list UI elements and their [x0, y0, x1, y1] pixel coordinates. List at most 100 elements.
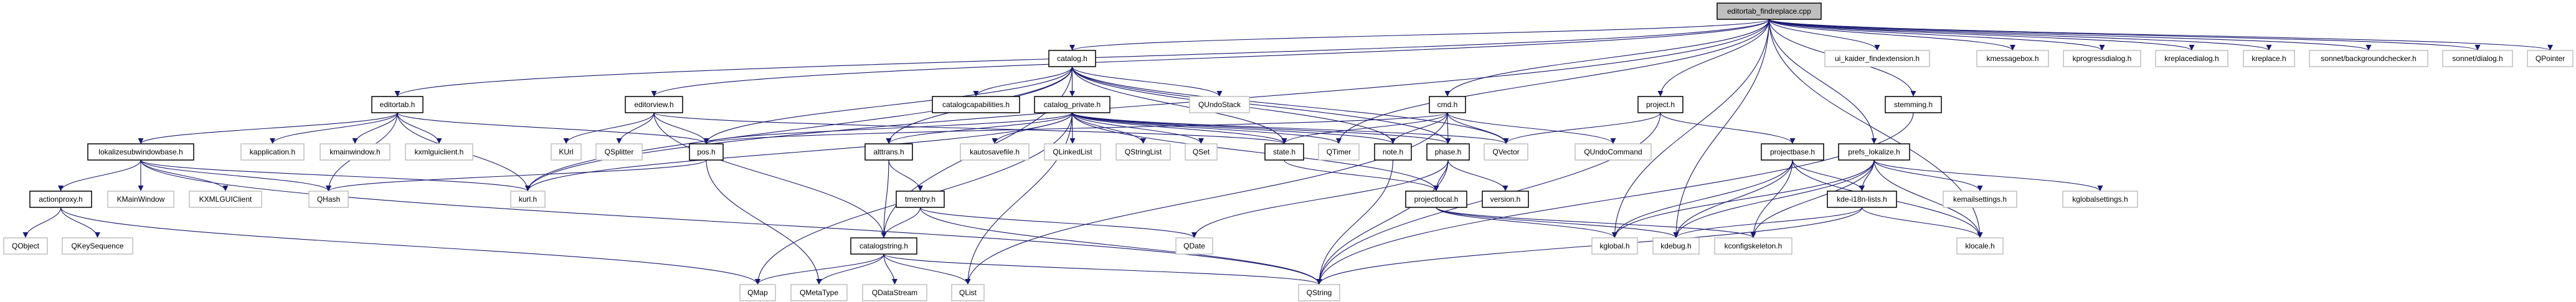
node-version_h[interactable]: version.h	[1482, 191, 1529, 208]
node-box[interactable]	[2155, 50, 2228, 67]
node-KUrl[interactable]: KUrl	[551, 143, 582, 161]
node-box[interactable]	[1429, 96, 1466, 113]
node-box[interactable]	[62, 237, 133, 255]
node-box[interactable]	[1189, 96, 1250, 113]
node-box[interactable]	[29, 191, 92, 208]
node-QPointer[interactable]: QPointer	[2527, 50, 2574, 67]
node-kconfigskeleton[interactable]: kconfigskeleton.h	[1714, 237, 1792, 255]
node-project_h[interactable]: project.h	[1637, 96, 1683, 113]
node-QList[interactable]: QList	[951, 284, 985, 301]
node-QVector[interactable]: QVector	[1484, 143, 1528, 161]
node-box[interactable]	[1484, 143, 1528, 161]
node-box[interactable]	[87, 143, 194, 161]
node-lokalizesub[interactable]: lokalizesubwindowbase.h	[87, 143, 194, 161]
node-box[interactable]	[1885, 96, 1942, 113]
node-ui_kaider[interactable]: ui_kaider_findextension.h	[1824, 50, 1930, 67]
node-sonnet_dialog[interactable]: sonnet/dialog.h	[2442, 50, 2513, 67]
node-box[interactable]	[2063, 50, 2141, 67]
node-editortab_h[interactable]: editortab.h	[371, 96, 424, 113]
node-cmd_h[interactable]: cmd.h	[1429, 96, 1466, 113]
node-box[interactable]	[850, 237, 917, 255]
node-box[interactable]	[1405, 191, 1467, 208]
node-box[interactable]	[1637, 96, 1683, 113]
node-QTimer[interactable]: QTimer	[1318, 143, 1360, 161]
node-kurl_h[interactable]: kurl.h	[510, 191, 546, 208]
node-alttrans_h[interactable]: alttrans.h	[864, 143, 913, 161]
node-QDataStream[interactable]: QDataStream	[862, 284, 927, 301]
node-projectlocal_h[interactable]: projectlocal.h	[1405, 191, 1467, 208]
node-kdebug_h[interactable]: kdebug.h	[1652, 237, 1700, 255]
node-box[interactable]	[1048, 50, 1096, 67]
node-box[interactable]	[932, 96, 1020, 113]
node-box[interactable]	[2527, 50, 2574, 67]
node-box[interactable]	[1824, 50, 1930, 67]
node-box[interactable]	[1943, 191, 2017, 208]
node-note_h[interactable]: note.h	[1374, 143, 1412, 161]
node-box[interactable]	[739, 284, 776, 301]
node-QDate[interactable]: QDate	[1175, 237, 1213, 255]
node-box[interactable]	[1591, 237, 1638, 255]
node-kxmlguiclient[interactable]: kxmlguiclient.h	[405, 143, 473, 161]
node-root[interactable]: editortab_findreplace.cpp	[1717, 2, 1822, 20]
node-catalog_h[interactable]: catalog.h	[1048, 50, 1096, 67]
node-catalogcapabilities[interactable]: catalogcapabilities.h	[932, 96, 1020, 113]
node-kde_i18n[interactable]: kde-i18n-lists.h	[1827, 191, 1897, 208]
node-QSet[interactable]: QSet	[1185, 143, 1218, 161]
node-box[interactable]	[405, 143, 473, 161]
node-box[interactable]	[1652, 237, 1700, 255]
node-kautosavefile[interactable]: kautosavefile.h	[960, 143, 1030, 161]
node-box[interactable]	[1318, 143, 1360, 161]
node-catalog_private[interactable]: catalog_private.h	[1034, 96, 1110, 113]
node-kmainwindow[interactable]: kmainwindow.h	[320, 143, 391, 161]
node-box[interactable]	[689, 143, 724, 161]
node-box[interactable]	[951, 284, 985, 301]
node-box[interactable]	[1761, 143, 1824, 161]
node-QMetaType[interactable]: QMetaType	[790, 284, 848, 301]
node-kreplacedialog[interactable]: kreplacedialog.h	[2155, 50, 2228, 67]
node-box[interactable]	[551, 143, 582, 161]
node-box[interactable]	[240, 143, 305, 161]
node-box[interactable]	[1482, 191, 1529, 208]
node-box[interactable]	[1264, 143, 1304, 161]
node-kemailsettings[interactable]: kemailsettings.h	[1943, 191, 2017, 208]
node-box[interactable]	[1956, 237, 2004, 255]
node-box[interactable]	[790, 284, 848, 301]
node-prefs_lokalize[interactable]: prefs_lokalize.h	[1838, 143, 1910, 161]
node-box[interactable]	[107, 191, 174, 208]
node-editorview_h[interactable]: editorview.h	[625, 96, 683, 113]
node-box[interactable]	[2062, 191, 2138, 208]
node-box[interactable]	[2309, 50, 2428, 67]
node-box[interactable]	[1574, 143, 1652, 161]
node-QObject[interactable]: QObject	[3, 237, 48, 255]
node-box[interactable]	[625, 96, 683, 113]
node-actionproxy_h[interactable]: actionproxy.h	[29, 191, 92, 208]
node-box[interactable]	[960, 143, 1030, 161]
node-box[interactable]	[1044, 143, 1101, 161]
node-box[interactable]	[1115, 143, 1171, 161]
node-KMainWindow[interactable]: KMainWindow	[107, 191, 174, 208]
node-pos_h[interactable]: pos.h	[689, 143, 724, 161]
node-stemming_h[interactable]: stemming.h	[1885, 96, 1942, 113]
node-box[interactable]	[1034, 96, 1110, 113]
node-kmessagebox[interactable]: kmessagebox.h	[1976, 50, 2049, 67]
node-box[interactable]	[1374, 143, 1412, 161]
node-box[interactable]	[1976, 50, 2049, 67]
node-box[interactable]	[2442, 50, 2513, 67]
node-box[interactable]	[864, 143, 913, 161]
node-box[interactable]	[371, 96, 424, 113]
node-tmentry_h[interactable]: tmentry.h	[896, 191, 945, 208]
node-box[interactable]	[3, 237, 48, 255]
node-box[interactable]	[1185, 143, 1218, 161]
node-klocale_h[interactable]: klocale.h	[1956, 237, 2004, 255]
node-kprogressdialog[interactable]: kprogressdialog.h	[2063, 50, 2141, 67]
node-kapplication[interactable]: kapplication.h	[240, 143, 305, 161]
node-QKeySequence[interactable]: QKeySequence	[62, 237, 133, 255]
node-box[interactable]	[1298, 284, 1340, 301]
node-QStringList[interactable]: QStringList	[1115, 143, 1171, 161]
node-box[interactable]	[510, 191, 546, 208]
node-QMap[interactable]: QMap	[739, 284, 776, 301]
node-box[interactable]	[1175, 237, 1213, 255]
node-sonnet_bg[interactable]: sonnet/backgroundchecker.h	[2309, 50, 2428, 67]
node-box[interactable]	[1714, 237, 1792, 255]
node-QSplitter[interactable]: QSplitter	[595, 143, 643, 161]
